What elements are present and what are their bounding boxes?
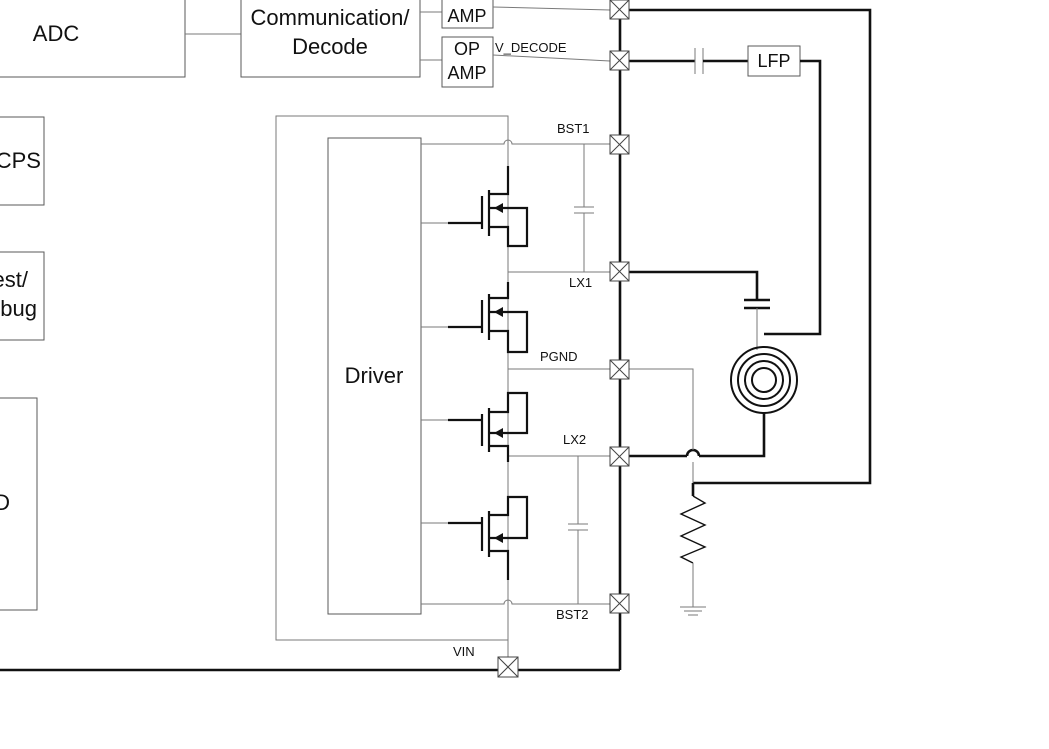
- external-loop-wire: [620, 8, 872, 485]
- cut-off-block: [0, 397, 38, 611]
- lx2-wire-jump: [685, 448, 701, 457]
- amp-top-label: AMP: [447, 6, 486, 26]
- debug-label-line2: bug: [0, 296, 37, 321]
- op-amp-label-line1: OP: [454, 39, 480, 59]
- pin-pad-amp: [609, 0, 630, 20]
- pgnd-ext-wire: [620, 368, 694, 450]
- cps-block: [0, 116, 45, 206]
- pin-pad-lx2: [609, 446, 630, 467]
- vin-pin-label: VIN: [453, 644, 475, 659]
- test-debug-block: [0, 251, 45, 341]
- communication-label-line1: Communication/: [251, 5, 411, 30]
- pin-pad-pgnd: [609, 359, 630, 380]
- ground-symbol: [680, 606, 706, 616]
- cut-off-block-label: D: [0, 490, 10, 515]
- transmitter-coil: [730, 346, 798, 414]
- bst2-net-wire: [421, 599, 610, 605]
- pin-pad-bst2: [609, 593, 630, 614]
- communication-label-line2: Decode: [292, 34, 368, 59]
- op-amp-block: [441, 36, 494, 88]
- pin-pad-bst1: [609, 134, 630, 155]
- lx2-to-coil-wire: [699, 413, 766, 458]
- driver-block: [327, 137, 422, 615]
- adc-block: [0, 0, 186, 78]
- test-label-line1: est/: [0, 267, 29, 292]
- pgnd-pin-label: PGND: [540, 349, 578, 364]
- mosfet-2: [448, 282, 529, 354]
- pin-pad-lx1: [609, 261, 630, 282]
- mosfet-3: [448, 391, 529, 462]
- pin-pad-vin: [497, 656, 519, 678]
- v-decode-label: V_DECODE: [495, 40, 567, 55]
- lfp-label: LFP: [757, 51, 790, 71]
- bst2-pin-label: BST2: [556, 607, 589, 622]
- op-amp-label-line2: AMP: [447, 63, 486, 83]
- pin-pad-v-decode: [609, 50, 630, 71]
- op-amp-output-wire: [492, 54, 611, 62]
- mosfet-4: [448, 495, 529, 580]
- amp-top-block: [441, 0, 494, 29]
- lx2-pin-label: LX2: [563, 432, 586, 447]
- driver-label: Driver: [345, 363, 404, 388]
- sense-resistor: [679, 495, 707, 564]
- communication-decode-block: [240, 0, 421, 78]
- bst1-pin-label: BST1: [557, 121, 590, 136]
- lx1-ext-wire: [620, 270, 759, 300]
- mosfet-1: [448, 166, 529, 248]
- amp-top-output-wire: [492, 6, 611, 11]
- cps-label: CPS: [0, 148, 41, 173]
- lx1-pin-label: LX1: [569, 275, 592, 290]
- adc-label: ADC: [33, 21, 80, 46]
- lfp-output-wire: [764, 59, 822, 336]
- bst1-net-wire: [421, 139, 610, 145]
